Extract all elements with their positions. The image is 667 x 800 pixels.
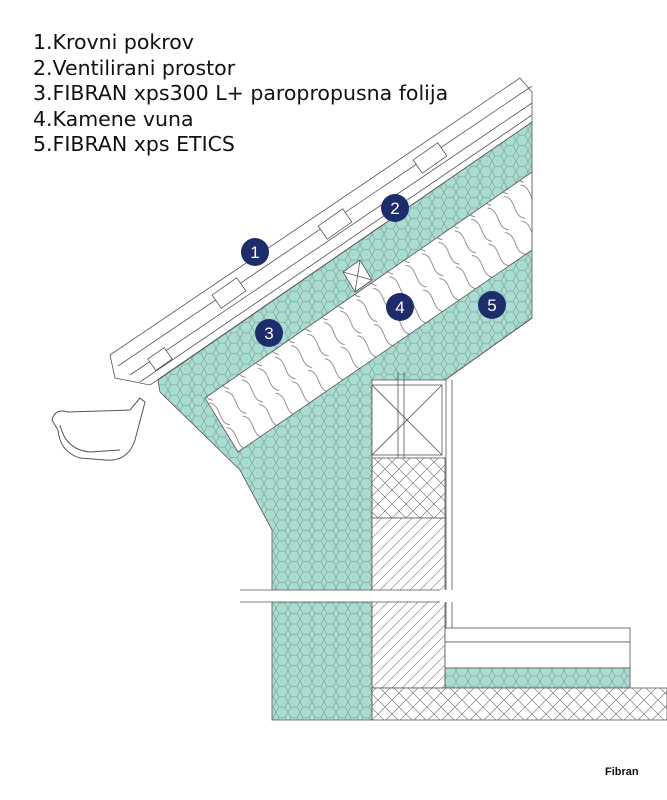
masonry-wall [371,517,446,689]
marker-5: 5 [478,291,506,319]
marker-3: 3 [255,319,283,347]
svg-text:1: 1 [250,243,259,262]
wall-plate [371,372,443,470]
gutter [51,397,146,461]
ring-beam [371,457,446,519]
marker-4: 4 [386,293,414,321]
floor-slab [371,627,667,721]
batten [342,259,373,293]
marker-2: 2 [381,194,409,222]
svg-text:2: 2 [390,199,399,218]
legend-item-xps300: 3.FIBRAN xps300 L+ paropropusna folija [33,81,449,105]
soffit-line [444,317,533,381]
legend-item-roof-covering: 1.Krovni pokrov [33,30,194,54]
credit-label: Fibran [605,766,639,778]
marker-1: 1 [241,238,269,266]
svg-text:5: 5 [487,296,496,315]
svg-text:3: 3 [264,324,273,343]
break-line [240,590,667,602]
layer-legend: 1.Krovni pokrov 2.Ventilirani prostor 3.… [33,30,448,158]
legend-item-ventilated-space: 2.Ventilirani prostor [33,55,236,80]
legend-item-xps-etics: 5.FIBRAN xps ETICS [33,132,235,156]
svg-text:4: 4 [395,298,404,317]
legend-item-stone-wool: 4.Kamene vuna [33,106,194,131]
stone-wool-layer [204,171,533,453]
